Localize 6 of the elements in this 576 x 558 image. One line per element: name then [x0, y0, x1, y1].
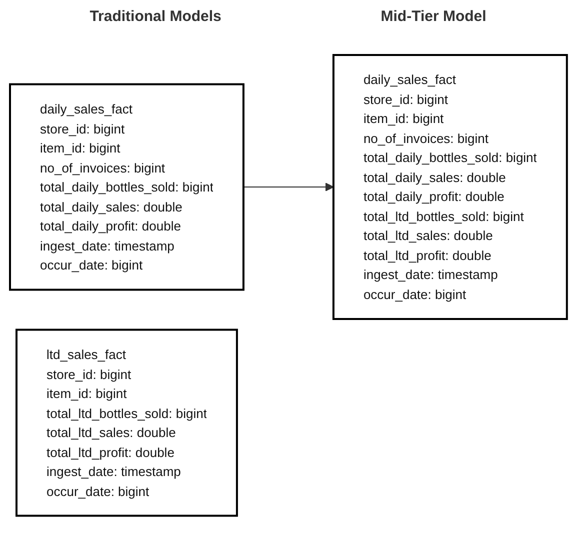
- arrow: [242, 182, 334, 192]
- node-box: ltd_sales_fact store_id: bigint item_id: bigint total_ltd_bottles_sold: bigint total_ltd_sales: double total_ltd_profit: double ingest_date: timestamp occur_date: bigint: [15, 328, 238, 516]
- column-heading: Mid-Tier Model: [380, 8, 486, 25]
- node-box: daily_sales_fact store_id: bigint item_id: bigint no_of_invoices: bigint total_daily_bottles_sold: bigint total_daily_sales: double total_daily_profit: double total_ltd_bottles_sold: bigint total_ltd_sales: double total_ltd_profit: double ingest_date: timestamp occur_date: bigint: [332, 54, 568, 320]
- node-box: daily_sales_fact store_id: bigint item_id: bigint no_of_invoices: bigint total_daily_bottles_sold: bigint total_daily_sales: double total_daily_profit: double ingest_date: timestamp occur_date: bigint: [8, 82, 244, 290]
- column-heading: Traditional Models: [90, 8, 222, 25]
